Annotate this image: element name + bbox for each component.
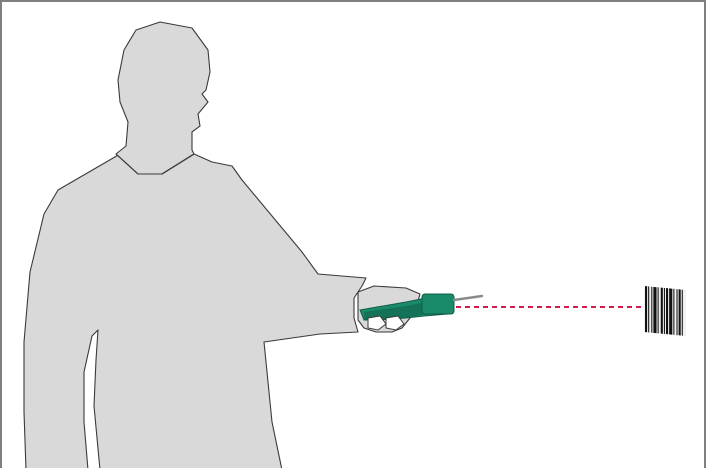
- barcode-bar: [677, 289, 678, 335]
- scanner-antenna: [454, 296, 482, 300]
- barcode-bar: [651, 287, 652, 333]
- barcode-bar: [648, 286, 649, 332]
- barcode-bar: [682, 290, 683, 336]
- barcode-bar: [661, 288, 663, 334]
- barcode-bar: [658, 287, 659, 333]
- barcode-bar: [666, 288, 668, 334]
- barcode-bar: [664, 288, 665, 334]
- barcode-bar: [645, 286, 647, 332]
- scanner-head: [422, 294, 454, 314]
- barcode-icon: [644, 286, 686, 336]
- barcode-bar: [679, 289, 681, 335]
- person-body: [24, 154, 366, 468]
- barcode-bar: [653, 287, 656, 333]
- person-head: [116, 22, 210, 174]
- barcode-bar: [669, 288, 672, 334]
- barcode-bar: [673, 289, 674, 335]
- person-silhouette: [24, 22, 366, 468]
